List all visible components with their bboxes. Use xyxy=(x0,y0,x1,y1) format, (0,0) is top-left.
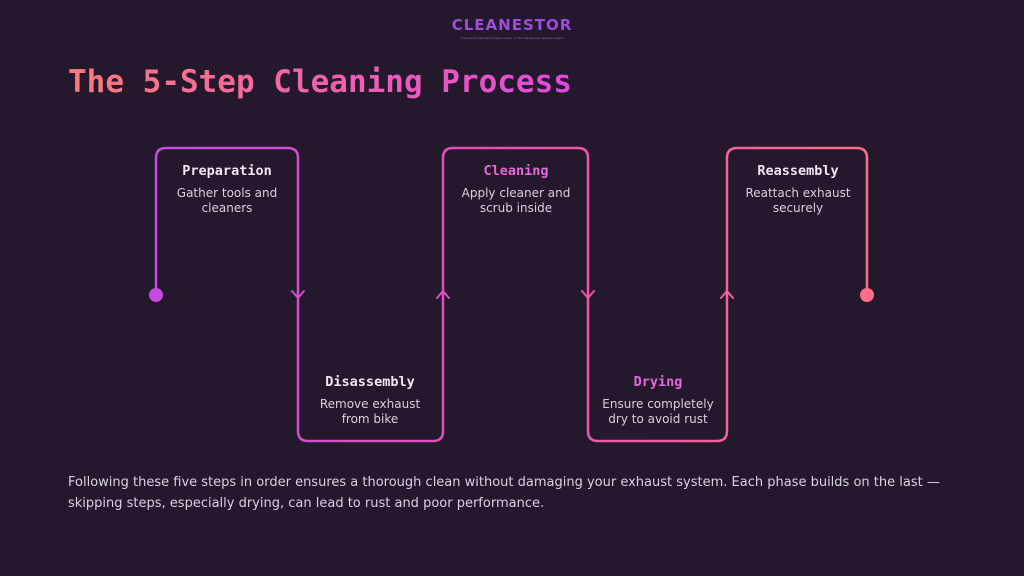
start-dot xyxy=(149,288,163,302)
brand-tagline: The Industry Standard for bikes & cars -… xyxy=(460,36,564,40)
step-disassembly: Disassembly Remove exhaust from bike xyxy=(295,374,445,427)
step-title: Disassembly xyxy=(325,374,415,390)
step-description-line: Apply cleaner and xyxy=(461,186,571,200)
step-description-line: securely xyxy=(772,201,824,215)
page-title: The 5-Step Cleaning Process xyxy=(68,64,572,100)
arrow-up-icon xyxy=(720,290,734,299)
step-preparation: Preparation Gather tools and cleaners xyxy=(152,163,302,216)
step-description: Gather tools and cleaners xyxy=(152,186,302,216)
arrow-up-icon xyxy=(436,290,450,299)
step-description: Remove exhaust from bike xyxy=(295,397,445,427)
step-description-line: Reattach exhaust xyxy=(745,186,851,200)
step-title: Reassembly xyxy=(757,163,839,179)
step-description-line: cleaners xyxy=(201,201,253,215)
step-description-line: Ensure completely xyxy=(602,397,714,411)
step-description: Ensure completely dry to avoid rust xyxy=(583,397,733,427)
end-dot xyxy=(860,288,874,302)
step-connector-path xyxy=(154,146,869,443)
step-description-line: from bike xyxy=(341,412,399,426)
step-title: Cleaning xyxy=(483,163,549,179)
brand-logo: CLEANESTOR The Industry Standard for bik… xyxy=(0,16,1024,40)
step-description-line: dry to avoid rust xyxy=(608,412,708,426)
step-reassembly: Reassembly Reattach exhaust securely xyxy=(723,163,873,216)
step-description: Apply cleaner and scrub inside xyxy=(441,186,591,216)
step-description-line: Remove exhaust xyxy=(319,397,421,411)
arrow-down-icon xyxy=(291,290,305,299)
step-title: Preparation xyxy=(182,163,272,179)
summary-paragraph: Following these five steps in order ensu… xyxy=(68,475,940,511)
step-title: Drying xyxy=(633,374,683,390)
step-description-line: Gather tools and xyxy=(176,186,278,200)
brand-name: CLEANESTOR xyxy=(0,16,1024,34)
step-description-line: scrub inside xyxy=(479,201,553,215)
step-drying: Drying Ensure completely dry to avoid ru… xyxy=(583,374,733,427)
step-description: Reattach exhaust securely xyxy=(723,186,873,216)
arrow-down-icon xyxy=(581,290,595,299)
step-cleaning: Cleaning Apply cleaner and scrub inside xyxy=(441,163,591,216)
